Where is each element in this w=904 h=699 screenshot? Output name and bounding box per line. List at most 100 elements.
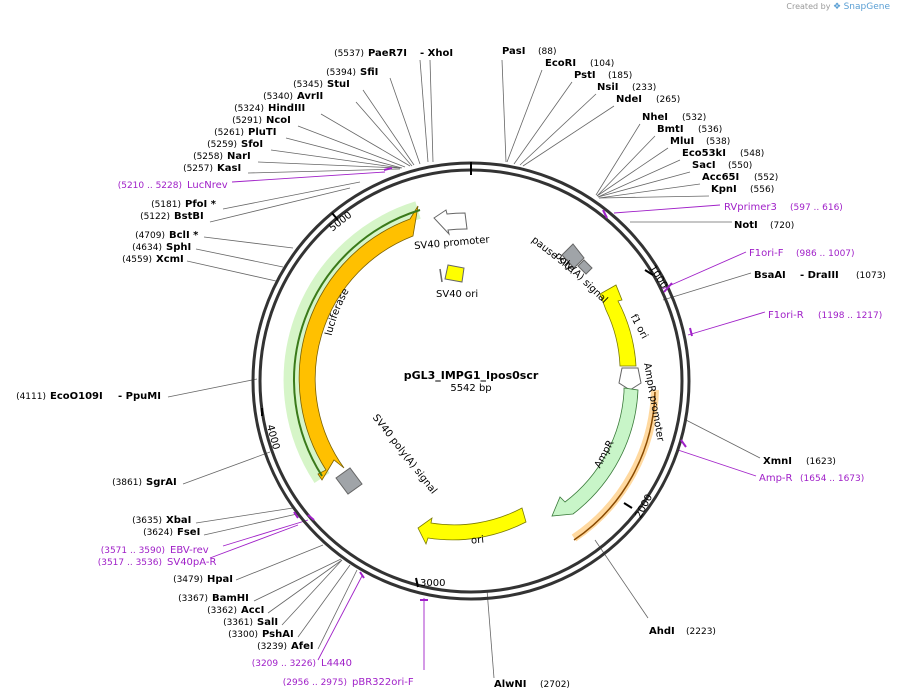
svg-text:XcmI: XcmI: [156, 254, 184, 265]
svg-text:- XhoI: - XhoI: [420, 48, 453, 59]
svg-text:PfoI *: PfoI *: [185, 199, 217, 210]
svg-text:(1654 .. 1673): (1654 .. 1673): [800, 474, 864, 484]
svg-text:BamHI: BamHI: [212, 593, 249, 604]
label-leader-lines: [167, 59, 761, 679]
enzyme-bcli: (4709)BclI *: [135, 230, 199, 241]
svg-text:(2956 .. 2975): (2956 .. 2975): [283, 678, 347, 688]
svg-text:(3300): (3300): [228, 630, 258, 640]
svg-text:(5259): (5259): [207, 140, 237, 150]
enzyme-ecoo109i: (4111)EcoO109I- PpuMI: [16, 391, 161, 402]
svg-text:(5257): (5257): [183, 164, 213, 174]
svg-text:BsaAI: BsaAI: [754, 270, 786, 281]
svg-text:MluI: MluI: [670, 136, 694, 147]
svg-text:(3571 .. 3590): (3571 .. 3590): [101, 546, 165, 556]
primer-amp-r: Amp-R (1654 .. 1673): [759, 473, 864, 484]
svg-text:EcoRI: EcoRI: [545, 58, 576, 69]
enzyme-acc65i: Acc65I(552): [702, 172, 778, 183]
enzyme-bstbi: (5122)BstBI: [140, 211, 204, 222]
svg-text:SphI: SphI: [166, 242, 191, 253]
svg-text:(3861): (3861): [112, 478, 142, 488]
svg-text:NcoI: NcoI: [266, 115, 291, 126]
svg-text:(3517 .. 3536): (3517 .. 3536): [98, 558, 162, 568]
svg-text:(1623): (1623): [806, 457, 836, 467]
svg-text:SgrAI: SgrAI: [146, 477, 177, 488]
enzyme-nhei: NheI (532): [642, 112, 706, 123]
svg-text:LucNrev: LucNrev: [187, 180, 228, 191]
svg-text:(5261): (5261): [214, 128, 244, 138]
label-sv40-polya: SV40 poly(A) signal: [370, 413, 439, 497]
tick-2000: 2000: [633, 493, 655, 521]
svg-text:(88): (88): [538, 47, 556, 57]
svg-text:(3239): (3239): [257, 642, 287, 652]
polya-signal-box: [577, 259, 593, 275]
svg-text:- DraIII: - DraIII: [800, 270, 839, 281]
enzyme-hindiii: (5324)HindIII: [234, 103, 305, 114]
svg-text:(5345): (5345): [293, 80, 323, 90]
svg-text:PstI: PstI: [574, 70, 596, 81]
svg-text:SfiI: SfiI: [360, 67, 378, 78]
svg-text:(3479): (3479): [173, 575, 203, 585]
plasmid-center-label: pGL3_IMPG1_Ipos0scr 5542 bp: [404, 369, 539, 394]
enzyme-bsaai: BsaAI- DraIII(1073): [754, 270, 886, 281]
primer-sv40pa-r: (3517 .. 3536)SV40pA-R: [98, 557, 217, 568]
primer-f1ori-r: F1ori-R(1198 .. 1217): [768, 310, 882, 321]
enzyme-stui: (5345)StuI: [293, 79, 350, 90]
enzyme-bmti: BmtI(536): [657, 124, 722, 135]
svg-text:NsiI: NsiI: [597, 82, 618, 93]
svg-text:Amp-R: Amp-R: [759, 473, 793, 484]
enzyme-pluti: (5261)PluTI: [214, 127, 276, 138]
scale-ticks: [261, 162, 654, 588]
ampr-arrow: [551, 387, 639, 517]
svg-text:(2223): (2223): [686, 627, 716, 637]
svg-text:(4559): (4559): [122, 255, 152, 265]
tick-1000: 1000: [646, 263, 669, 290]
enzyme-acci: (3362)AccI: [207, 605, 264, 616]
snapgene-logo-icon: ❖: [832, 2, 842, 12]
enzyme-pasi: PasI(88): [502, 46, 556, 57]
primer-l4440: (3209 .. 3226)L4440: [252, 658, 352, 669]
svg-text:AhdI: AhdI: [649, 626, 675, 637]
primer-pbr322ori-f: (2956 .. 2975) pBR322ori-F: [283, 677, 414, 688]
svg-text:(532): (532): [682, 113, 706, 123]
luciferase-arrow: [298, 205, 419, 481]
enzyme-kpni: KpnI(556): [711, 184, 774, 195]
enzyme-bamhi: (3367)BamHI: [178, 593, 249, 604]
svg-text:(5258): (5258): [193, 152, 223, 162]
features: [283, 201, 659, 546]
enzyme-pshai: (3300)PshAI: [228, 629, 294, 640]
enzyme-paer7i: (5537)PaeR7I- XhoI: [334, 48, 453, 59]
enzyme-alwni: AlwNI(2702): [494, 679, 570, 690]
enzyme-pfoi: (5181) PfoI *: [151, 199, 217, 210]
svg-text:(5210 .. 5228): (5210 .. 5228): [118, 181, 182, 191]
label-ori: ori: [471, 534, 485, 546]
ampr-highlight-line: [573, 391, 656, 541]
label-sv40-promoter: SV40 promoter: [414, 234, 491, 252]
svg-text:pBR322ori-F: pBR322ori-F: [352, 677, 414, 688]
svg-text:(5181): (5181): [151, 200, 181, 210]
svg-text:EcoO109I: EcoO109I: [50, 391, 103, 402]
primer-labels: (5210 .. 5228) LucNrev RVprimer3(597 .. 6…: [98, 180, 883, 688]
enzyme-kasi: (5257) KasI: [183, 163, 241, 174]
svg-text:SalI: SalI: [257, 617, 278, 628]
svg-text:L4440: L4440: [321, 658, 352, 669]
svg-text:F1ori-F: F1ori-F: [749, 248, 784, 259]
enzyme-labels: (5537)PaeR7I- XhoI (5394)SfiI (5345)StuI…: [16, 46, 886, 690]
svg-text:(5122): (5122): [140, 212, 170, 222]
svg-text:NheI: NheI: [642, 112, 668, 123]
primer-leader-lines: [209, 171, 766, 670]
enzyme-xmni: XmnI(1623): [763, 456, 836, 467]
svg-text:KasI: KasI: [217, 163, 241, 174]
primer-rvprimer3: RVprimer3(597 .. 616): [724, 202, 843, 213]
svg-text:(3624): (3624): [143, 528, 173, 538]
enzyme-ndei: NdeI(265): [616, 94, 680, 105]
svg-text:(5324): (5324): [234, 104, 264, 114]
svg-text:(1198 .. 1217): (1198 .. 1217): [818, 311, 882, 321]
svg-text:NotI: NotI: [734, 220, 758, 231]
snapgene-credit: Created by ❖ SnapGene: [786, 2, 890, 12]
ori-arrow: [417, 507, 527, 546]
enzyme-psti: PstI (185): [574, 70, 632, 81]
svg-text:(185): (185): [608, 71, 632, 81]
svg-text:EBV-rev: EBV-rev: [170, 545, 209, 556]
enzyme-xbai: (3635)XbaI: [132, 515, 191, 526]
svg-text:(233): (233): [632, 83, 656, 93]
